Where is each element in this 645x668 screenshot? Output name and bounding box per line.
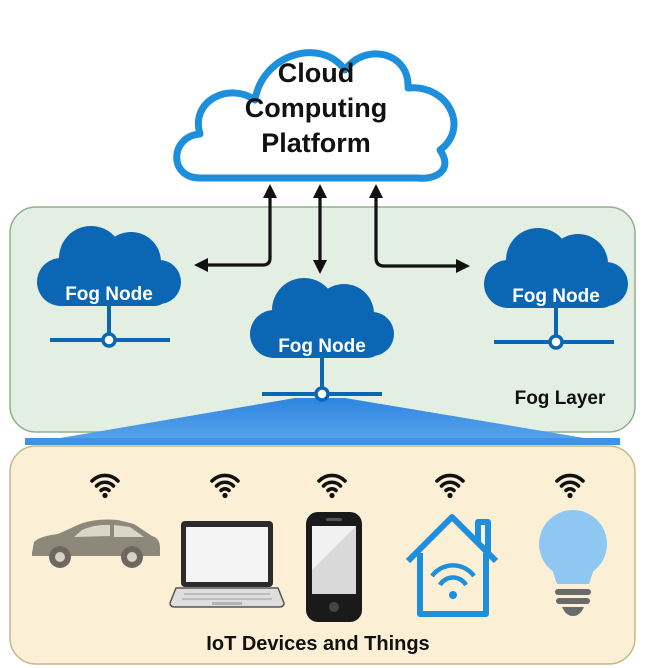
network-node-icon — [314, 386, 330, 402]
arrow-to-right-fog-node — [374, 194, 460, 268]
network-node-icon — [548, 334, 564, 350]
fog-node-right — [484, 228, 628, 350]
cloud-title-line-1: Cloud — [278, 58, 354, 88]
fog-node-center — [250, 278, 394, 402]
fog-node-left-label: Fog Node — [65, 284, 153, 305]
fog-node-right-label: Fog Node — [512, 286, 600, 307]
fog-node-left — [37, 226, 181, 348]
cloud-title-line-2: Computing — [245, 93, 387, 123]
smart-home-icon — [405, 514, 499, 617]
funnel-shape — [25, 398, 620, 444]
smartphone-icon — [306, 512, 362, 622]
funnel-base — [25, 438, 620, 445]
iot-layer-label: IoT Devices and Things — [206, 633, 429, 655]
cloud-title-line-3: Platform — [261, 128, 371, 158]
cloud-icon — [173, 49, 458, 182]
laptop-icon — [169, 521, 285, 608]
arrow-to-left-fog-node — [204, 194, 272, 267]
fog-layer-label: Fog Layer — [515, 388, 606, 409]
arrows — [194, 184, 470, 274]
fog-node-center-label: Fog Node — [278, 336, 366, 357]
car-icon — [32, 519, 160, 568]
network-node-icon — [101, 332, 117, 348]
light-bulb-icon — [539, 510, 607, 616]
